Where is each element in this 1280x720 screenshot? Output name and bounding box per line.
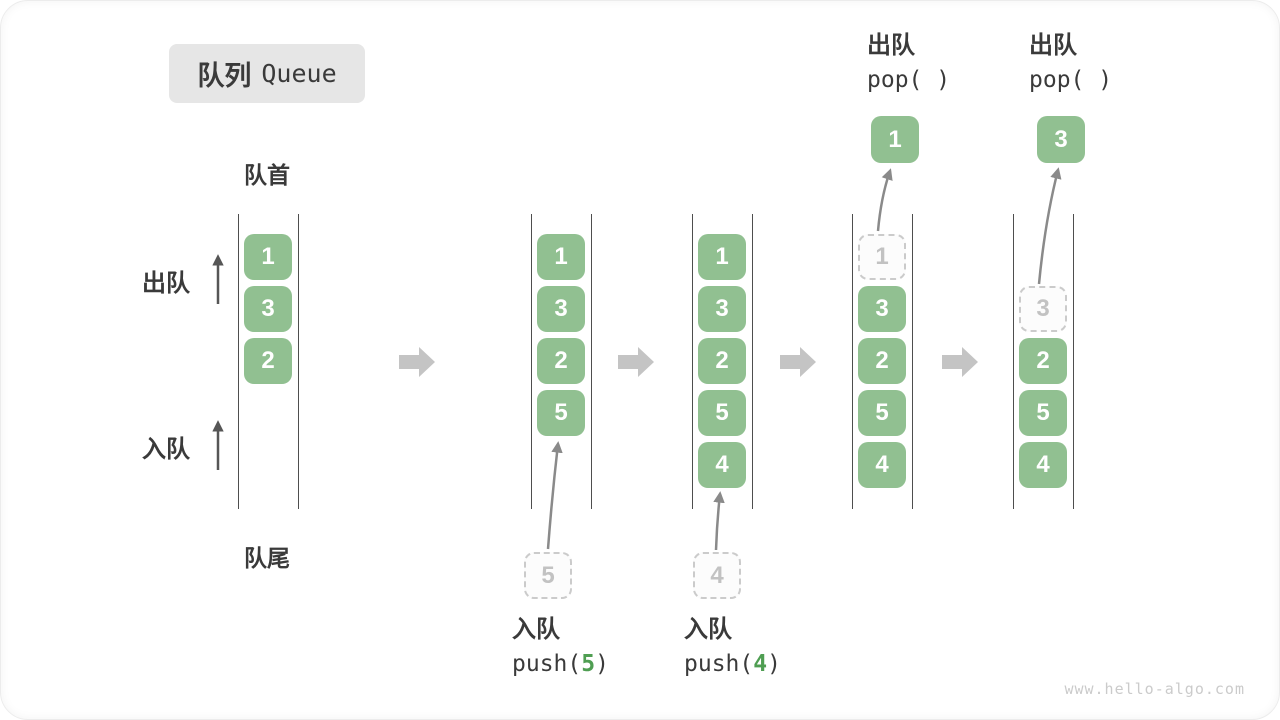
queue-cell: 1 (244, 234, 292, 280)
popped-cell-1: 1 (871, 116, 919, 163)
pop-3-code: pop( ) (1029, 67, 1113, 93)
queue-cell-removed: 1 (858, 234, 906, 280)
queue-cell-removed: 3 (1019, 286, 1067, 332)
label-dequeue-side: 出队 (142, 270, 190, 297)
push-5-arg: 5 (581, 651, 596, 677)
push-4-close: ) (767, 651, 781, 677)
pop-3-zh: 出队 (1029, 32, 1077, 59)
transition-arrow-icon (942, 347, 978, 377)
queue-cell: 2 (698, 338, 746, 384)
label-queue-front: 队首 (244, 162, 290, 188)
transition-arrow-icon (780, 347, 816, 377)
queue-cell: 2 (1019, 338, 1067, 384)
queue-cell: 5 (858, 390, 906, 436)
transition-arrow-icon (399, 347, 435, 377)
queue-rails-state-after-push-5 (531, 214, 592, 509)
queue-cell: 5 (537, 390, 585, 436)
queue-cell: 2 (537, 338, 585, 384)
queue-cell: 5 (698, 390, 746, 436)
title-box: 队列 Queue (169, 44, 365, 103)
queue-cell: 1 (537, 234, 585, 280)
queue-cell: 3 (244, 286, 292, 332)
label-queue-rear: 队尾 (244, 545, 290, 571)
label-enqueue-side: 入队 (142, 436, 190, 463)
push-4-label: 入队 push(4) (684, 613, 781, 682)
push-4-zh: 入队 (684, 616, 732, 643)
pop-1-zh: 出队 (867, 32, 915, 59)
push-4-arg: 4 (753, 651, 768, 677)
title-zh: 队列 (197, 61, 252, 91)
queue-cell: 2 (244, 338, 292, 384)
staged-cell-push-5: 5 (524, 552, 572, 599)
queue-rails-state-after-push-4 (692, 214, 753, 509)
push-4-code: push(4) (684, 647, 781, 682)
pop-1-label: 出队 pop( ) (867, 29, 950, 98)
push-5-zh: 入队 (512, 616, 560, 643)
queue-cell: 4 (858, 442, 906, 488)
watermark: www.hello-algo.com (1064, 680, 1245, 698)
queue-cell: 4 (1019, 442, 1067, 488)
push-4-fn: push( (684, 651, 754, 677)
title-en: Queue (261, 59, 337, 88)
queue-cell: 5 (1019, 390, 1067, 436)
push-5-code: push(5) (512, 647, 609, 682)
queue-rails-state-after-pop-1 (852, 214, 913, 509)
queue-cell: 2 (858, 338, 906, 384)
queue-cell: 1 (698, 234, 746, 280)
pop-1-code: pop( ) (867, 67, 951, 93)
push-5-fn: push( (512, 651, 582, 677)
pop-3-label: 出队 pop( ) (1029, 29, 1112, 98)
queue-cell: 3 (858, 286, 906, 332)
push-5-close: ) (595, 651, 609, 677)
popped-cell-3: 3 (1037, 116, 1085, 163)
push-5-label: 入队 push(5) (512, 613, 609, 682)
transition-arrow-icon (618, 347, 654, 377)
queue-cell: 3 (537, 286, 585, 332)
queue-rails-state-initial (238, 214, 299, 509)
queue-cell: 4 (698, 442, 746, 488)
queue-cell: 3 (698, 286, 746, 332)
staged-cell-push-4: 4 (693, 552, 741, 599)
queue-rails-state-after-pop-3 (1013, 214, 1074, 509)
